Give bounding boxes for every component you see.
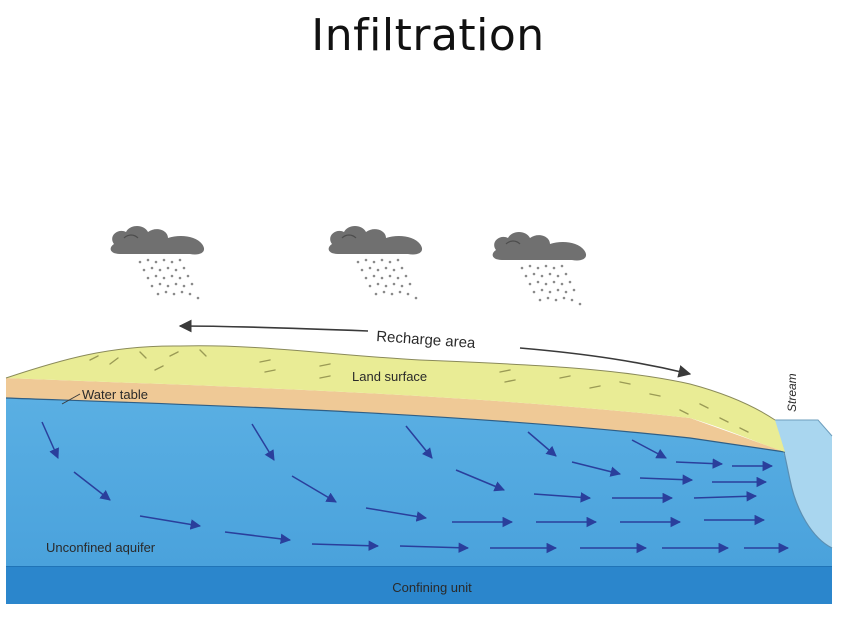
groundwater-flow-arrows xyxy=(41,421,790,554)
slide-title: Infiltration xyxy=(311,10,545,61)
rain-cloud-icon xyxy=(492,232,587,306)
flow-arrow-icon xyxy=(139,515,202,530)
flow-arrow-icon xyxy=(365,507,428,522)
land-hatching xyxy=(89,349,749,433)
flow-arrow-icon xyxy=(399,542,470,553)
flow-arrow-icon xyxy=(631,439,667,459)
flow-arrow-icon xyxy=(527,431,557,457)
flow-arrow-icon xyxy=(639,474,694,485)
land-surface-label: Land surface xyxy=(352,369,427,384)
water-table-label: Water table xyxy=(82,387,148,402)
water-table-marker: Water table xyxy=(61,387,148,405)
recharge-area-indicator: Recharge area xyxy=(178,319,692,378)
flow-arrow-icon xyxy=(311,540,380,551)
flow-arrow-icon xyxy=(73,471,111,501)
land-surface-layer: Land surface xyxy=(5,345,785,452)
flow-arrow-icon xyxy=(405,425,433,459)
flow-arrow-icon xyxy=(455,469,505,492)
unconfined-aquifer-label: Unconfined aquifer xyxy=(46,540,156,555)
flow-arrow-icon xyxy=(291,475,337,503)
stream-label: Stream xyxy=(785,373,799,412)
flow-arrow-icon xyxy=(251,423,275,461)
flow-arrow-icon xyxy=(675,458,724,469)
rain-cloud-icon xyxy=(110,226,205,300)
flow-arrow-icon xyxy=(41,421,59,459)
unsaturated-zone xyxy=(5,378,786,453)
flow-arrow-icon xyxy=(533,492,592,503)
flow-arrow-icon xyxy=(224,531,292,545)
confining-unit-layer: Confining unit xyxy=(6,565,832,604)
recharge-area-label: Recharge area xyxy=(376,328,477,352)
recharge-arrow-icon xyxy=(178,319,369,333)
confining-unit-label: Confining unit xyxy=(392,580,472,595)
unconfined-aquifer-layer: Unconfined aquifer xyxy=(6,398,832,566)
rain-cloud-icon xyxy=(328,226,423,300)
flow-arrow-icon xyxy=(693,491,758,502)
flow-arrow-icon xyxy=(571,461,622,477)
